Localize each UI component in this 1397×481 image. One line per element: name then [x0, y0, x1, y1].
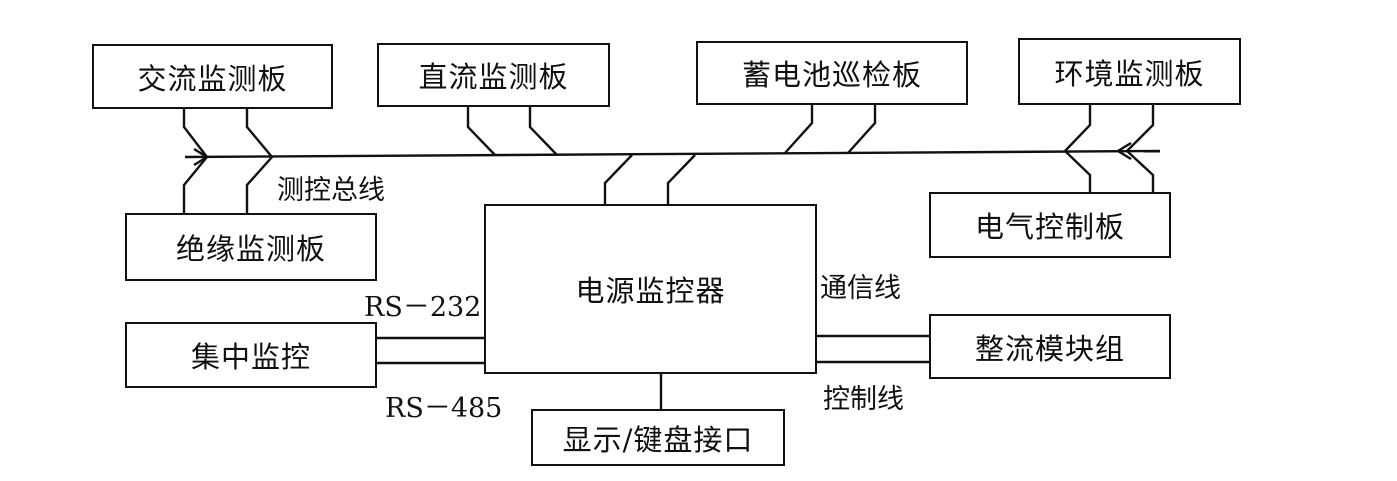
bus-label: 测控总线	[277, 175, 385, 206]
battery-inspection-board: 蓄电池巡检板	[696, 41, 968, 105]
ac-monitor-board: 交流监测板	[92, 44, 333, 109]
bus-line	[184, 149, 1161, 159]
ac-board-link-2	[245, 108, 274, 213]
env-board-link-1	[1063, 104, 1092, 193]
display-keyboard-interface: 显示/键盘接口	[531, 409, 785, 466]
rectifier-module-group: 整流模块组	[929, 314, 1171, 379]
dc-monitor-board: 直流监测板	[377, 43, 610, 107]
monitor-bus-link-1	[603, 154, 633, 205]
monitor-bus-link-2	[666, 154, 696, 205]
power-monitor-controller: 电源监控器	[484, 204, 817, 374]
insulation-monitor-board: 绝缘监测板	[125, 213, 377, 281]
battery-board-link-2	[847, 104, 877, 154]
env-board-link-2	[1125, 104, 1155, 193]
central-monitor: 集中监控	[125, 322, 377, 388]
bus-arrow-right	[1115, 141, 1132, 161]
battery-board-link-1	[784, 104, 814, 154]
rs232-label: RS－232	[364, 292, 482, 323]
ac-board-link-1	[182, 108, 209, 213]
dc-board-link-1	[466, 106, 496, 156]
environment-monitor-board: 环境监测板	[1018, 38, 1241, 105]
control-line-label: 控制线	[823, 384, 904, 415]
electrical-control-board: 电气控制板	[929, 192, 1171, 258]
rs485-label: RS－485	[385, 393, 503, 424]
comm-line-label: 通信线	[820, 273, 901, 304]
dc-board-link-2	[528, 106, 558, 156]
